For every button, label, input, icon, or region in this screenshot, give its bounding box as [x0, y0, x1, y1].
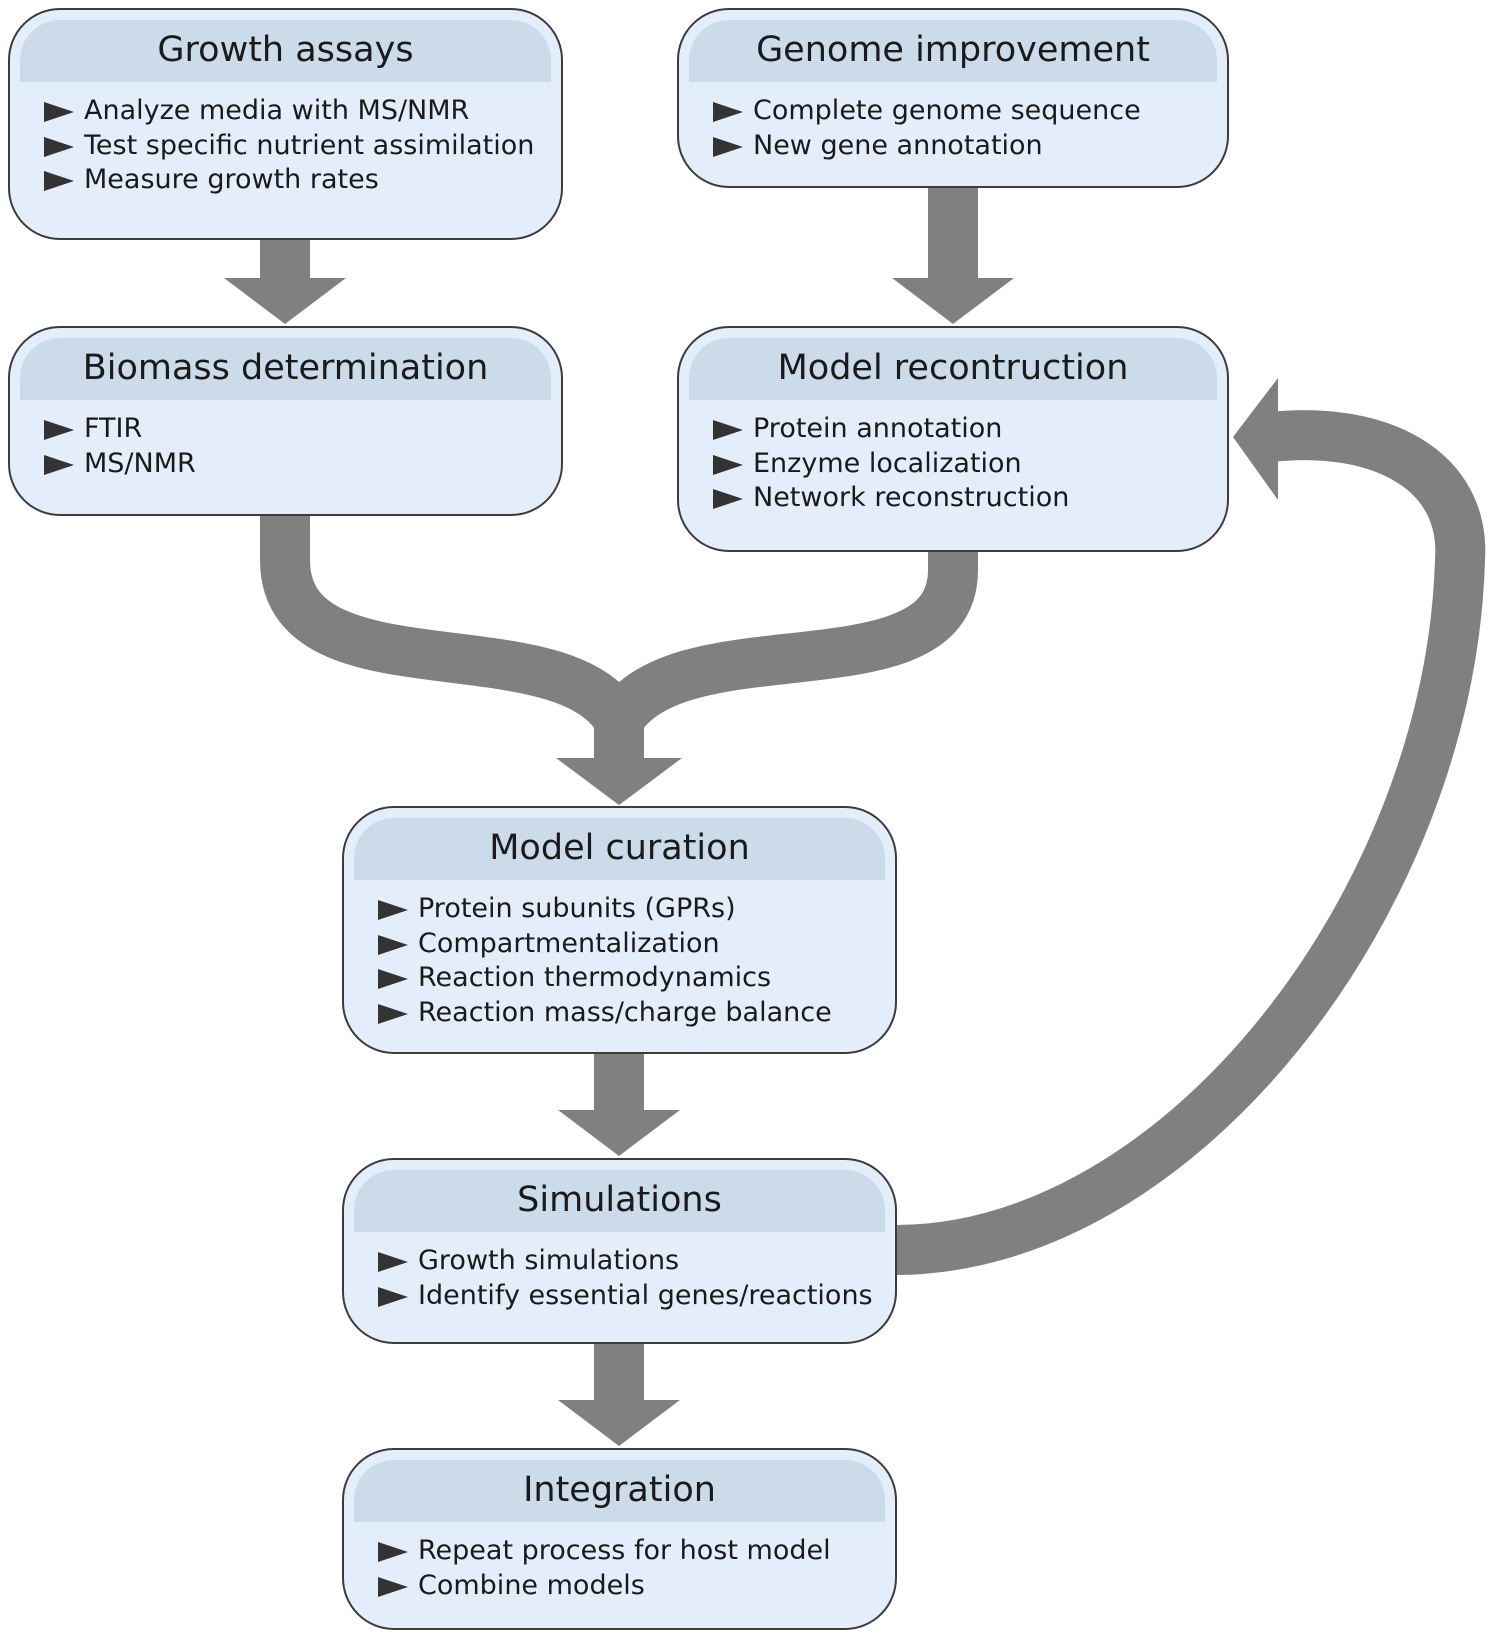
list-item: Growth simulations	[368, 1244, 887, 1279]
box-header	[689, 20, 1217, 82]
box-title: Genome improvement	[756, 30, 1150, 70]
box-title: Growth assays	[157, 30, 414, 70]
bullet-arrow-icon	[44, 171, 74, 191]
list-item: Measure growth rates	[34, 163, 553, 198]
model-reconstruction-box: Model recontruction Protein annotation E…	[677, 326, 1229, 552]
list-item-text: Compartmentalization	[418, 927, 720, 959]
list-item: Identify essential genes/reactions	[368, 1279, 887, 1314]
bullet-arrow-icon	[713, 136, 743, 157]
list-item: Enzyme localization	[703, 447, 1219, 482]
arrow-curation-to-simulations	[558, 1050, 680, 1156]
bullet-arrow-icon	[713, 102, 743, 122]
list-item: Combine models	[368, 1569, 887, 1604]
bullet-arrow-icon	[713, 454, 743, 475]
box-header	[354, 1170, 885, 1232]
arrow-genome-to-reconstruction	[892, 186, 1014, 324]
bullet-arrow-icon	[713, 420, 743, 440]
list-item: Reaction mass/charge balance	[368, 996, 887, 1031]
bullet-arrow-icon	[378, 1003, 408, 1024]
list-item: FTIR	[34, 412, 553, 447]
arrow-reconstruction-to-curation	[594, 548, 978, 762]
bullet-arrow-icon	[378, 900, 408, 920]
list-item-text: FTIR	[84, 413, 143, 444]
bullet-arrow-icon	[44, 454, 74, 475]
box-item-list: Protein subunits (GPRs) Compartmentaliza…	[368, 892, 887, 1030]
bullet-arrow-icon	[378, 934, 408, 955]
box-title: Model recontruction	[777, 348, 1129, 388]
bullet-arrow-icon	[44, 136, 74, 157]
box-item-list: Analyze media with MS/NMR Test specific …	[34, 94, 553, 198]
integration-box: Integration Repeat process for host mode…	[342, 1448, 897, 1630]
bullet-arrow-icon	[378, 1286, 408, 1307]
list-item-text: Combine models	[418, 1569, 645, 1601]
list-item: MS/NMR	[34, 447, 553, 482]
genome-improvement-box: Genome improvement Complete genome seque…	[677, 8, 1229, 188]
bullet-arrow-icon	[713, 489, 743, 509]
list-item-text: Enzyme localization	[753, 447, 1022, 479]
list-item-text: Analyze media with MS/NMR	[84, 95, 470, 126]
list-item: Compartmentalization	[368, 927, 887, 962]
list-item-text: Reaction thermodynamics	[418, 962, 772, 993]
list-item-text: Protein subunits (GPRs)	[418, 893, 736, 924]
list-item-text: Repeat process for host model	[418, 1535, 831, 1566]
box-item-list: Complete genome sequence New gene annota…	[703, 94, 1219, 163]
bullet-arrow-icon	[378, 1252, 408, 1272]
list-item-text: MS/NMR	[84, 447, 196, 479]
biomass-determination-box: Biomass determination FTIR MS/NMR	[8, 326, 563, 516]
growth-assays-box: Growth assays Analyze media with MS/NMR …	[8, 8, 563, 240]
bullet-arrow-icon	[44, 420, 74, 440]
box-title: Model curation	[489, 828, 750, 868]
list-item: Repeat process for host model	[368, 1534, 887, 1569]
list-item: Analyze media with MS/NMR	[34, 94, 553, 129]
list-item-text: Measure growth rates	[84, 164, 379, 195]
model-curation-box: Model curation Protein subunits (GPRs) C…	[342, 806, 897, 1054]
list-item: Network reconstruction	[703, 481, 1219, 516]
list-item-text: Reaction mass/charge balance	[418, 996, 832, 1028]
arrow-feedback-head	[1233, 378, 1278, 500]
arrow-simulations-feedback	[894, 410, 1486, 1275]
list-item-text: Test specific nutrient assimilation	[84, 129, 535, 161]
list-item-text: Growth simulations	[418, 1245, 680, 1276]
bullet-arrow-icon	[378, 969, 408, 989]
box-title: Integration	[523, 1470, 716, 1510]
box-item-list: FTIR MS/NMR	[34, 412, 553, 481]
list-item-text: Complete genome sequence	[753, 95, 1141, 126]
list-item: Protein annotation	[703, 412, 1219, 447]
list-item: Reaction thermodynamics	[368, 961, 887, 996]
box-item-list: Repeat process for host model Combine mo…	[368, 1534, 887, 1603]
bullet-arrow-icon	[378, 1576, 408, 1597]
box-header	[20, 338, 551, 400]
list-item-text: Identify essential genes/reactions	[418, 1279, 873, 1311]
list-item-text: Protein annotation	[753, 413, 1003, 444]
bullet-arrow-icon	[44, 102, 74, 122]
box-title: Biomass determination	[82, 348, 489, 388]
box-title: Simulations	[517, 1180, 722, 1220]
simulations-box: Simulations Growth simulations Identify …	[342, 1158, 897, 1344]
box-header	[689, 338, 1217, 400]
box-header	[20, 20, 551, 82]
list-item: Complete genome sequence	[703, 94, 1219, 129]
arrow-growth-to-biomass	[224, 238, 346, 324]
list-item-text: New gene annotation	[753, 129, 1043, 161]
box-item-list: Protein annotation Enzyme localization N…	[703, 412, 1219, 516]
box-header	[354, 818, 885, 880]
arrow-simulations-to-integration	[558, 1342, 680, 1446]
list-item-text: Network reconstruction	[753, 482, 1070, 513]
box-item-list: Growth simulations Identify essential ge…	[368, 1244, 887, 1313]
bullet-arrow-icon	[378, 1542, 408, 1562]
list-item: New gene annotation	[703, 129, 1219, 164]
list-item: Protein subunits (GPRs)	[368, 892, 887, 927]
arrow-biomass-to-curation	[260, 510, 644, 762]
box-header	[354, 1460, 885, 1522]
arrow-merge-head	[556, 758, 682, 805]
list-item: Test specific nutrient assimilation	[34, 129, 553, 164]
